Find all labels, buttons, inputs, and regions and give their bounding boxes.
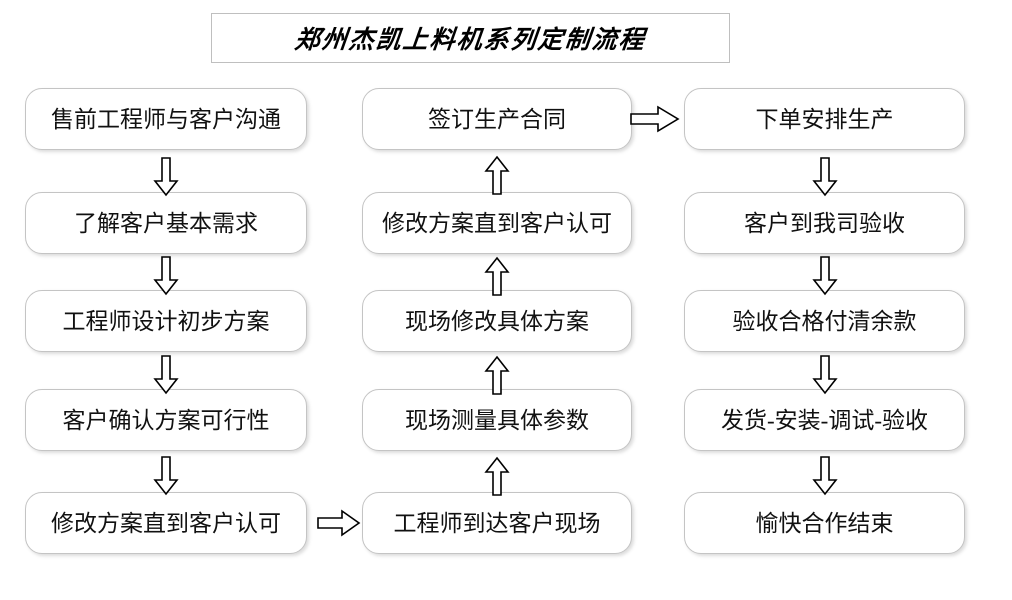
arrow-down-icon xyxy=(153,256,179,296)
arrow-up-icon xyxy=(484,355,510,395)
node-customer-inspection[interactable]: 客户到我司验收 xyxy=(684,192,965,254)
arrow-down-icon xyxy=(812,355,838,395)
node-customer-confirm-feasibility[interactable]: 客户确认方案可行性 xyxy=(25,389,307,451)
node-label: 验收合格付清余款 xyxy=(732,308,917,334)
node-understand-requirements[interactable]: 了解客户基本需求 xyxy=(25,192,307,254)
chart-title-text: 郑州杰凯上料机系列定制流程 xyxy=(293,27,648,54)
node-label: 售前工程师与客户沟通 xyxy=(51,106,281,132)
node-on-site-revise-plan[interactable]: 现场修改具体方案 xyxy=(362,290,632,352)
node-sign-production-contract[interactable]: 签订生产合同 xyxy=(362,88,632,150)
node-label: 工程师到达客户现场 xyxy=(393,510,601,536)
node-label: 修改方案直到客户认可 xyxy=(51,510,281,536)
node-label: 下单安排生产 xyxy=(755,106,894,132)
arrow-up-icon xyxy=(484,456,510,496)
node-revise-until-approved-mid[interactable]: 修改方案直到客户认可 xyxy=(362,192,632,254)
arrow-right-icon xyxy=(317,509,361,537)
node-label: 了解客户基本需求 xyxy=(74,210,258,236)
node-cooperation-complete[interactable]: 愉快合作结束 xyxy=(684,492,965,554)
arrow-right-icon xyxy=(630,105,680,133)
node-label: 客户确认方案可行性 xyxy=(62,407,270,433)
arrow-down-icon xyxy=(812,157,838,197)
node-pre-sales-communication[interactable]: 售前工程师与客户沟通 xyxy=(25,88,307,150)
arrow-down-icon xyxy=(153,456,179,496)
node-pay-balance[interactable]: 验收合格付清余款 xyxy=(684,290,965,352)
arrow-down-icon xyxy=(812,256,838,296)
node-engineer-arrive-site[interactable]: 工程师到达客户现场 xyxy=(362,492,632,554)
arrow-down-icon xyxy=(153,157,179,197)
arrow-down-icon xyxy=(812,456,838,496)
node-label: 现场测量具体参数 xyxy=(405,407,589,433)
node-label: 修改方案直到客户认可 xyxy=(382,210,612,236)
node-label: 愉快合作结束 xyxy=(755,510,894,536)
node-on-site-measure-params[interactable]: 现场测量具体参数 xyxy=(362,389,632,451)
arrow-up-icon xyxy=(484,155,510,195)
arrow-up-icon xyxy=(484,256,510,296)
node-place-order-production[interactable]: 下单安排生产 xyxy=(684,88,965,150)
node-engineer-initial-design[interactable]: 工程师设计初步方案 xyxy=(25,290,307,352)
arrow-down-icon xyxy=(153,355,179,395)
node-label: 现场修改具体方案 xyxy=(405,308,589,334)
node-label: 发货-安装-调试-验收 xyxy=(721,407,928,433)
node-label: 客户到我司验收 xyxy=(744,210,905,236)
node-revise-until-approved-left[interactable]: 修改方案直到客户认可 xyxy=(25,492,307,554)
node-label: 工程师设计初步方案 xyxy=(62,308,270,334)
node-ship-install-debug-accept[interactable]: 发货-安装-调试-验收 xyxy=(684,389,965,451)
node-label: 签订生产合同 xyxy=(428,106,566,132)
chart-title-box: 郑州杰凯上料机系列定制流程 xyxy=(211,13,730,63)
